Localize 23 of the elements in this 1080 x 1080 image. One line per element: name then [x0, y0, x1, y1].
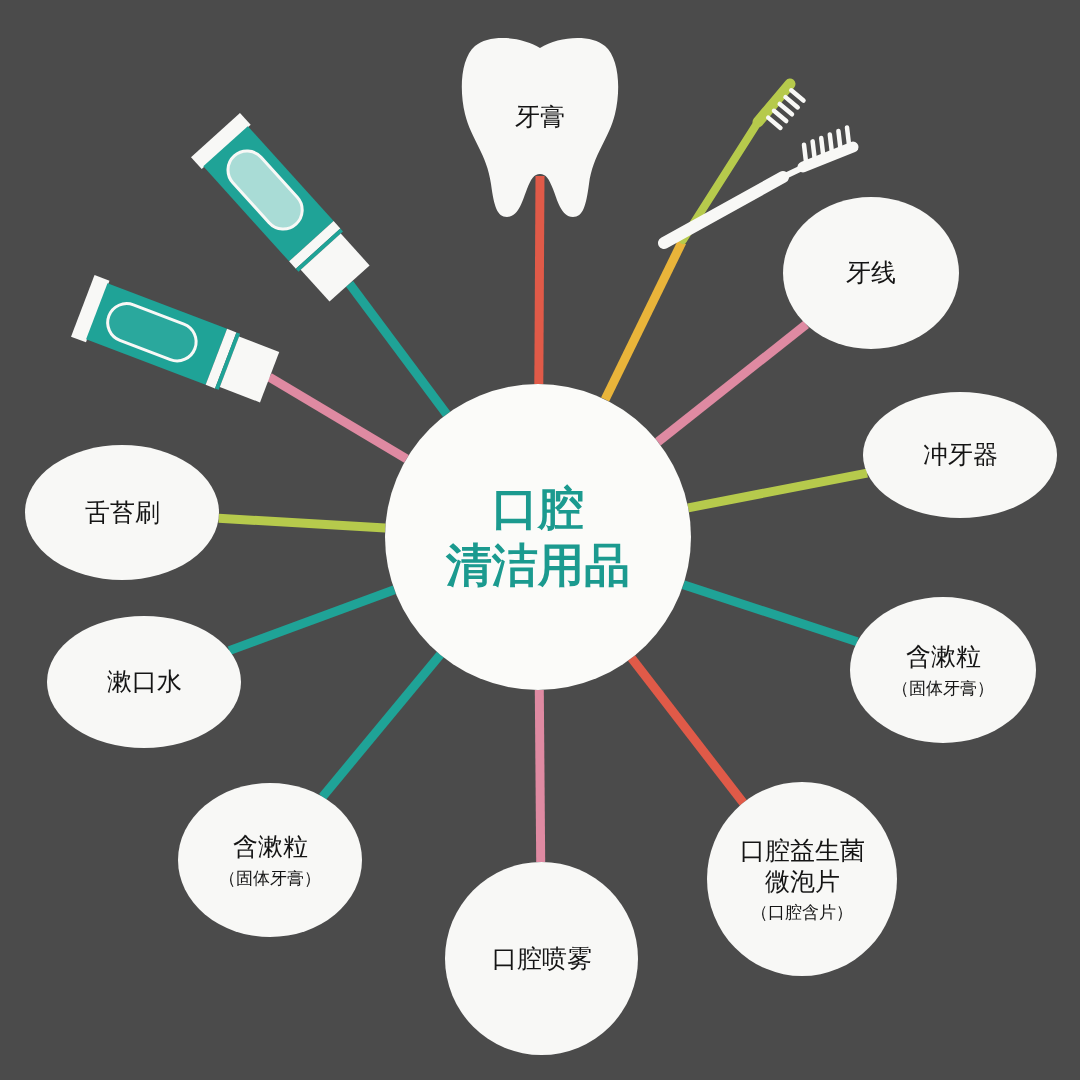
connector-line: [319, 651, 444, 800]
node-label: 牙线: [846, 257, 896, 289]
node-sublabel: （固体牙膏）: [219, 866, 321, 889]
node-label: 舌苔刷: [84, 496, 160, 529]
node-label: 牙膏: [515, 101, 565, 133]
node-label: 口腔喷雾: [491, 942, 592, 975]
node-label: 口腔益生菌微泡片: [738, 834, 866, 898]
node-label: 含漱粒: [905, 641, 981, 673]
node-label: 冲牙器: [922, 439, 998, 471]
node-sublabel: （固体牙膏）: [892, 676, 994, 699]
connector-line: [682, 580, 859, 647]
node-label: 含漱粒: [232, 831, 308, 863]
connector-line: [534, 689, 546, 863]
node-sublabel: （口腔含片）: [751, 901, 853, 924]
connector-line: [627, 655, 747, 806]
connector-line: [534, 175, 545, 385]
connector-line: [601, 240, 687, 402]
connector-line: [655, 320, 809, 446]
connector-line: [218, 513, 386, 533]
connector-line: [227, 585, 396, 655]
hub-title: 口腔清洁用品: [445, 479, 631, 594]
connector-line: [687, 468, 868, 513]
node-label: 漱口水: [106, 666, 182, 698]
